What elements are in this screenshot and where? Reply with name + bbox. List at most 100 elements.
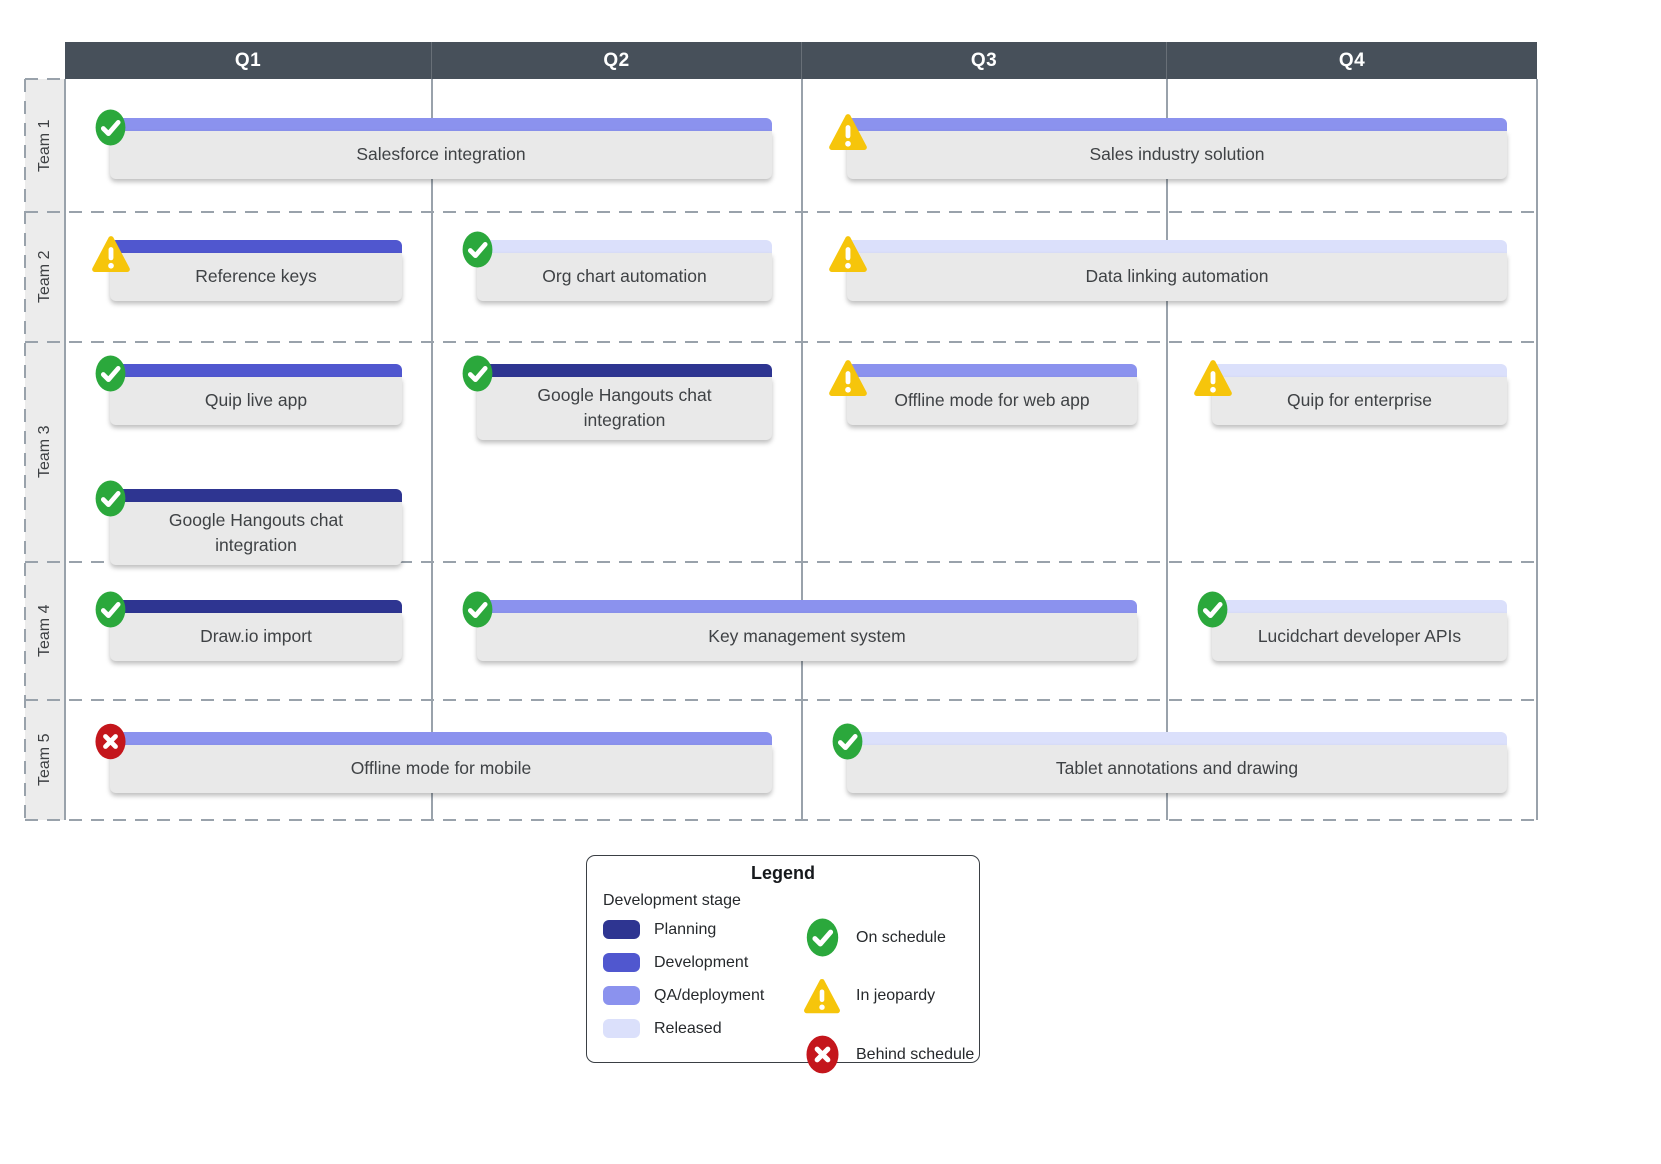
row-divider — [25, 341, 1537, 343]
task-body: Offline mode for web app — [847, 377, 1137, 425]
task-card[interactable]: Offline mode for web app — [829, 360, 1137, 425]
task-label: Quip for enterprise — [1287, 390, 1432, 411]
warning-triangle-icon — [90, 233, 132, 275]
row-divider — [25, 78, 65, 80]
legend-status-label: In jeopardy — [856, 987, 936, 1004]
stage-stripe-released — [847, 732, 1507, 745]
stage-stripe-released — [847, 240, 1507, 253]
x-circle-icon — [95, 723, 126, 760]
check-circle-icon — [462, 231, 493, 268]
task-label: Quip live app — [204, 390, 308, 411]
task-card[interactable]: Google Hangouts chat integration — [95, 480, 402, 565]
task-card[interactable]: Data linking automation — [829, 236, 1507, 301]
task-body: Data linking automation — [847, 253, 1507, 301]
task-label: Key management system — [708, 626, 906, 647]
task-body: Salesforce integration — [110, 131, 772, 179]
stage-stripe-released — [1212, 600, 1507, 613]
quarter-header-q3: Q3 — [802, 42, 1167, 79]
row-divider — [25, 699, 1537, 701]
task-card[interactable]: Sales industry solution — [829, 114, 1507, 179]
legend-stage-label: Released — [654, 1019, 722, 1037]
task-label: Data linking automation — [1085, 266, 1269, 287]
legend-stage-released: Released — [603, 1019, 802, 1038]
stage-stripe-qa — [110, 732, 772, 745]
task-label: Org chart automation — [542, 266, 707, 287]
task-card[interactable]: Google Hangouts chat integration — [462, 355, 772, 440]
label-column-edge — [24, 79, 26, 820]
stage-swatch-qa — [603, 986, 640, 1005]
legend-stage-planning: Planning — [603, 920, 802, 939]
legend-stage-development: Development — [603, 953, 802, 972]
task-label: Tablet annotations and drawing — [1055, 758, 1299, 779]
check-circle-icon — [95, 355, 126, 392]
task-card[interactable]: Quip for enterprise — [1194, 360, 1507, 425]
stage-stripe-qa — [847, 118, 1507, 131]
task-label: Draw.io import — [200, 626, 312, 647]
stage-stripe-qa — [477, 600, 1137, 613]
row-divider — [25, 561, 1537, 563]
task-body: Tablet annotations and drawing — [847, 745, 1507, 793]
task-label: Sales industry solution — [1089, 144, 1265, 165]
check-circle-icon — [462, 355, 493, 392]
check-circle-icon — [95, 591, 126, 628]
task-card[interactable]: Org chart automation — [462, 231, 772, 301]
legend-stage-label: QA/deployment — [654, 986, 765, 1004]
quarter-header-q4: Q4 — [1338, 49, 1366, 71]
task-body: Draw.io import — [110, 613, 402, 661]
team-row-label-5: Team 5 — [36, 733, 53, 787]
legend-status-on-schedule: On schedule — [802, 918, 979, 957]
task-card[interactable]: Key management system — [462, 591, 1137, 661]
task-card[interactable]: Salesforce integration — [95, 109, 772, 179]
task-body: Lucidchart developer APIs — [1212, 613, 1507, 661]
stage-stripe-released — [1212, 364, 1507, 377]
stage-stripe-released — [477, 240, 772, 253]
column-divider — [431, 79, 433, 820]
stage-stripe-qa — [110, 118, 772, 131]
quarter-header-q2: Q2 — [432, 42, 802, 79]
task-card[interactable]: Quip live app — [95, 355, 402, 425]
task-card[interactable]: Offline mode for mobile — [95, 723, 772, 793]
check-circle-icon — [802, 918, 842, 957]
task-body: Sales industry solution — [847, 131, 1507, 179]
stage-swatch-released — [603, 1019, 640, 1038]
legend-status-label: Behind schedule — [856, 1045, 975, 1063]
team-row-label-1: Team 1 — [36, 119, 53, 172]
task-card[interactable]: Reference keys — [92, 236, 402, 301]
warning-triangle-icon — [827, 233, 869, 275]
legend-stage-qa: QA/deployment — [603, 986, 802, 1005]
task-body: Offline mode for mobile — [110, 745, 772, 793]
task-body: Key management system — [477, 613, 1137, 661]
task-card[interactable]: Tablet annotations and drawing — [832, 723, 1507, 793]
legend-stage-label: Development — [654, 953, 749, 971]
row-divider — [25, 211, 1537, 213]
task-label: Google Hangouts chat integration — [168, 510, 344, 556]
x-circle-icon — [802, 1035, 842, 1074]
column-divider — [1536, 79, 1538, 820]
column-divider — [1166, 79, 1168, 820]
legend-status-behind-schedule: Behind schedule — [802, 1035, 979, 1074]
task-label: Offline mode for web app — [894, 390, 1090, 411]
warning-triangle-icon — [827, 357, 869, 399]
team-row-label-2: Team 2 — [36, 250, 53, 304]
check-circle-icon — [462, 591, 493, 628]
task-label: Google Hangouts chat integration — [537, 385, 712, 431]
quarter-header-q1: Q1 — [65, 42, 432, 79]
check-circle-icon — [95, 109, 126, 146]
check-circle-icon — [1197, 591, 1228, 628]
legend-subtitle: Development stage — [603, 892, 741, 909]
task-card[interactable]: Lucidchart developer APIs — [1197, 591, 1507, 661]
row-divider — [25, 819, 1537, 821]
warning-triangle-icon — [827, 111, 869, 153]
stage-stripe-development — [110, 240, 402, 253]
warning-triangle-icon — [1192, 357, 1234, 399]
check-circle-icon — [832, 723, 863, 760]
stage-stripe-qa — [847, 364, 1137, 377]
stage-stripe-planning — [110, 600, 402, 613]
task-body: Quip for enterprise — [1212, 377, 1507, 425]
task-card[interactable]: Draw.io import — [95, 591, 402, 661]
task-label: Lucidchart developer APIs — [1257, 626, 1462, 647]
